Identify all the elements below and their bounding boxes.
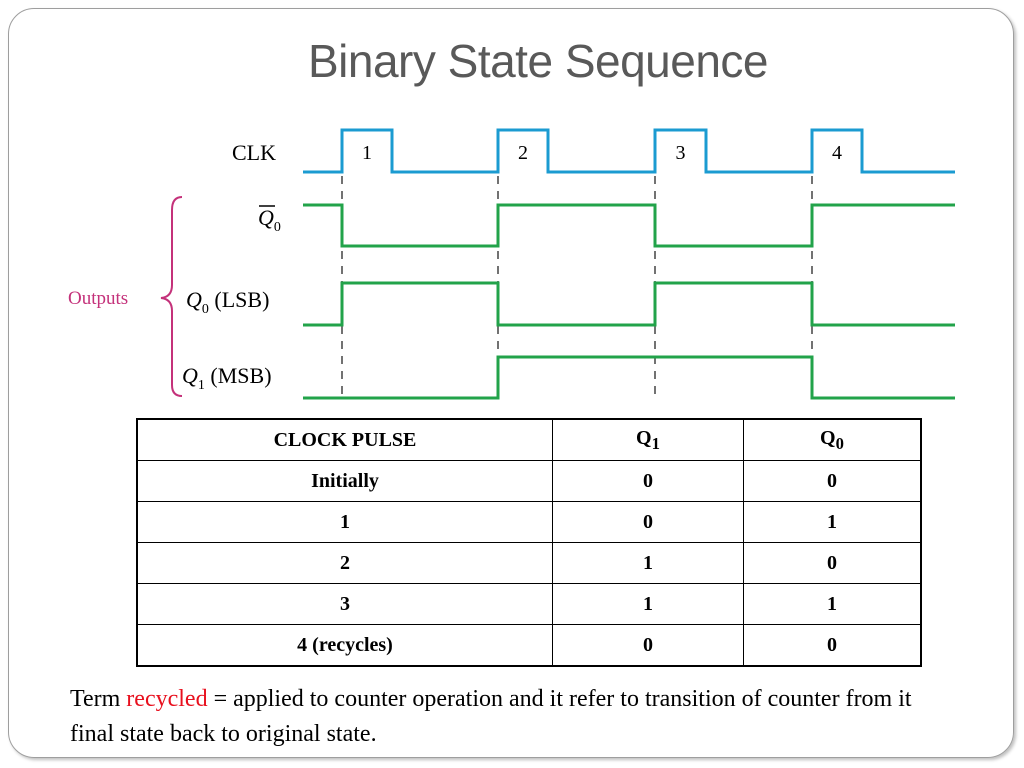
q0-waveform [303,281,955,327]
signal-label-q1-msb: Q1 (MSB) [182,363,272,393]
caption-text: Term recycled = applied to counter opera… [70,682,950,752]
cell-q1: 1 [552,583,744,625]
cell-pulse: 1 [136,501,553,543]
caption-rest: = applied to counter operation and it re… [70,686,912,747]
caption-highlight: recycled [126,686,208,712]
slide-frame [8,8,1014,758]
cell-pulse: 3 [136,583,553,625]
cell-q0: 1 [743,583,922,625]
outputs-brace [160,196,183,397]
pulse-labels: 1 2 3 4 [362,142,842,164]
table-header-row: CLOCK PULSE Q1 Q0 [136,418,922,461]
header-clock-pulse: CLOCK PULSE [136,418,553,461]
cell-q1: 0 [552,501,744,543]
cell-q1: 1 [552,542,744,584]
table-row: Initially 0 0 [136,460,922,502]
clock-edge-guides [341,176,813,398]
table-row: 4 (recycles) 0 0 [136,624,922,667]
pulse-label: 2 [518,142,528,164]
pulse-label: 3 [676,142,686,164]
pulse-label: 1 [362,142,372,164]
header-q0: Q0 [743,418,922,461]
cell-q0: 0 [743,460,922,502]
signal-label-q0-bar: Q0 [258,205,281,235]
outputs-label: Outputs [68,288,128,309]
cell-pulse: 2 [136,542,553,584]
header-q1: Q1 [552,418,744,461]
cell-q0: 1 [743,501,922,543]
table-row: 1 0 1 [136,501,922,543]
slide-title: Binary State Sequence [307,35,769,87]
signal-label-clk: CLK [232,140,276,165]
cell-pulse: 4 (recycles) [136,624,553,667]
cell-q1: 0 [552,624,744,667]
cell-pulse: Initially [136,460,553,502]
state-table: CLOCK PULSE Q1 Q0 Initially 0 0 1 0 1 2 … [136,418,922,667]
caption-prefix: Term [70,686,127,712]
q0-bar-waveform [303,203,955,248]
waveforms [303,128,955,400]
timing-diagram: 1 2 3 4 CLK Q0 Q0 (LSB) Q1 (MSB) Outputs [68,128,955,400]
signal-label-q0-lsb: Q0 (LSB) [186,287,269,317]
cell-q0: 0 [743,542,922,584]
cell-q1: 0 [552,460,744,502]
clk-waveform [303,128,955,174]
table-row: 2 1 0 [136,542,922,584]
cell-q0: 0 [743,624,922,667]
pulse-label: 4 [832,142,842,164]
table-row: 3 1 1 [136,583,922,625]
q1-waveform [303,355,955,400]
